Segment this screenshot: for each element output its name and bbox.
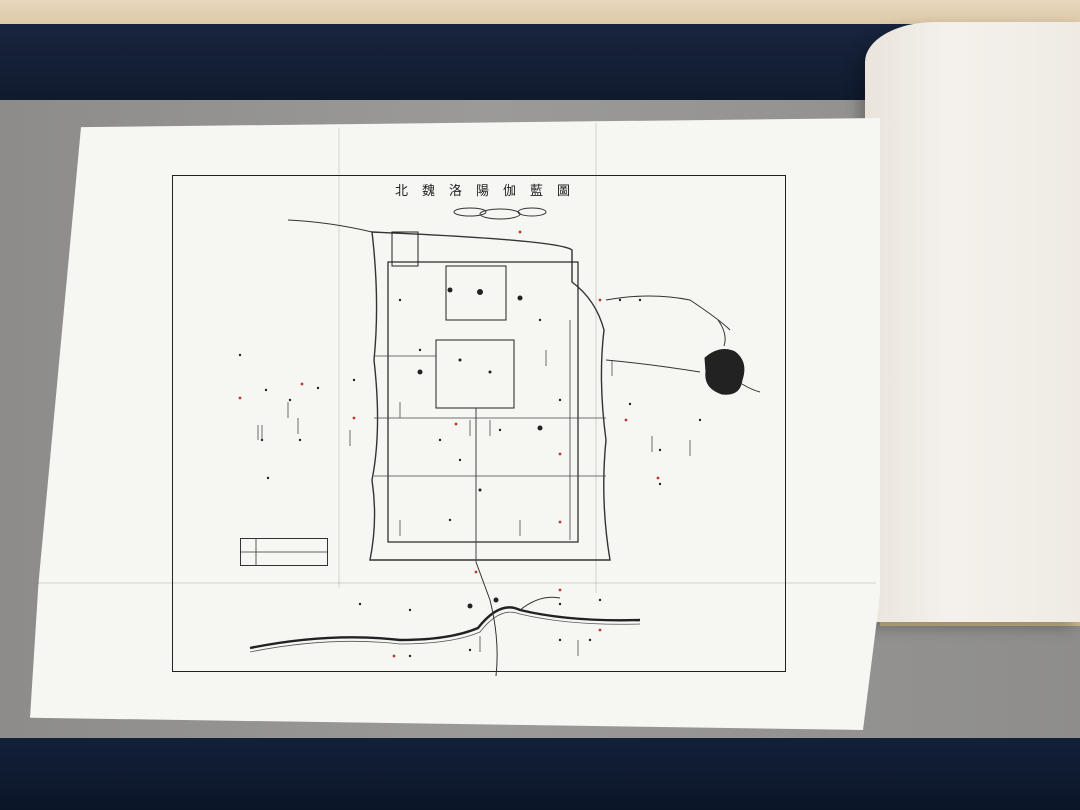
label-ticks — [257, 350, 691, 656]
south-road — [475, 561, 498, 677]
lake-outlet — [741, 383, 761, 393]
luo-river — [249, 606, 641, 650]
south-canal — [519, 596, 561, 611]
east-lake — [704, 349, 745, 395]
east-waterway — [605, 295, 731, 331]
fold-line-horizontal — [36, 582, 876, 584]
palace-south — [435, 339, 515, 409]
red-markers — [238, 230, 660, 658]
fold-line-right — [595, 123, 597, 593]
palace-north — [445, 265, 507, 321]
west-canal — [287, 219, 373, 233]
table-runner-bottom — [0, 738, 1080, 810]
north-fortress — [391, 231, 419, 267]
map-legend — [240, 538, 328, 566]
luo-river-bank — [249, 611, 641, 653]
inner-city-wall — [387, 261, 579, 543]
map-title: 北魏洛陽伽藍圖 — [395, 184, 585, 199]
legend-cells — [241, 539, 327, 565]
cloud-ornament — [453, 207, 547, 220]
book-right-pages — [865, 22, 1080, 622]
lake-inlet — [717, 319, 726, 347]
map-border-frame — [172, 175, 786, 672]
outer-city-wall — [369, 231, 611, 561]
site-markers — [238, 287, 702, 658]
fold-line-left — [338, 128, 340, 588]
east-stream — [605, 359, 701, 373]
